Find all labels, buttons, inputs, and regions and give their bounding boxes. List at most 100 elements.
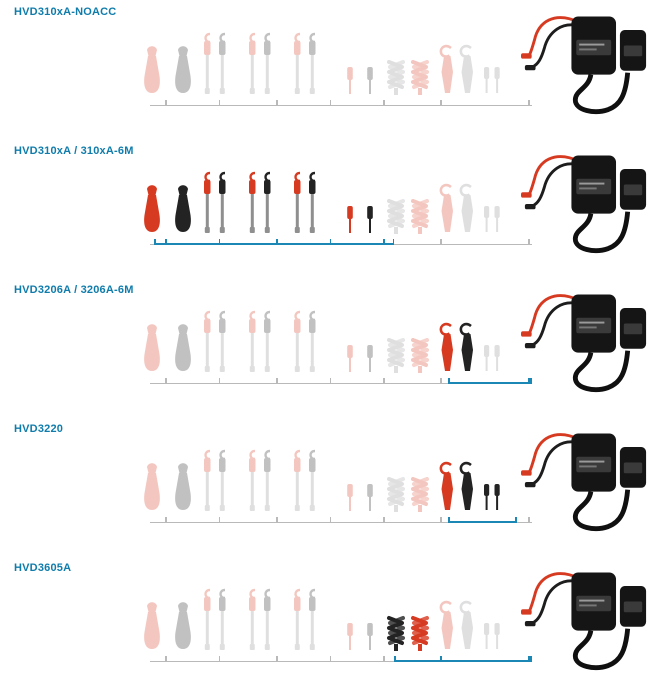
spring-clip-icon: [384, 58, 408, 96]
hook-clip-icon: [458, 44, 476, 96]
pin-pair-icon: [482, 483, 502, 513]
probe-illustration: [521, 2, 649, 124]
hook-clip-icon: [438, 322, 456, 374]
hook-clip-icon: [458, 183, 476, 235]
sprung-hook-tip-icon: [259, 588, 275, 652]
bracket-tick: [528, 100, 530, 106]
sprung-hook-tip-icon: [304, 449, 320, 513]
accessory-strip: [138, 576, 510, 652]
bracket-tick: [440, 656, 442, 662]
accessory-strip: [138, 437, 510, 513]
bracket-tick: [329, 100, 332, 106]
alligator-clip-icon: [138, 461, 166, 513]
hook-clip-icon: [438, 461, 456, 513]
spring-clip-icon: [384, 475, 408, 513]
bracket-tick: [218, 239, 221, 245]
accessory-strip: [138, 20, 510, 96]
bracket-tick: [165, 239, 167, 245]
alligator-clip-icon: [169, 322, 197, 374]
model-title: HVD310xA-NOACC: [14, 6, 117, 18]
included-range-highlight: [394, 655, 532, 663]
sprung-hook-tip-icon: [214, 32, 230, 96]
alligator-clip-icon: [138, 183, 166, 235]
accessory-strip: [138, 298, 510, 374]
sprung-hook-tip-icon: [259, 310, 275, 374]
pin-plug-icon: [345, 622, 355, 652]
sprung-hook-tip-icon: [259, 32, 275, 96]
bracket-tick: [440, 239, 442, 245]
alligator-clip-icon: [169, 44, 197, 96]
hook-clip-icon: [458, 600, 476, 652]
pin-pair-icon: [482, 205, 502, 235]
spring-clip-icon: [408, 336, 432, 374]
bracket-tick: [165, 100, 167, 106]
sprung-hook-tip-icon: [199, 449, 215, 513]
probe-model-row: HVD3220: [0, 417, 653, 556]
pin-pair-icon: [482, 622, 502, 652]
included-range-highlight: [447, 516, 517, 524]
sprung-hook-tip-icon: [289, 171, 305, 235]
sprung-hook-tip-icon: [244, 171, 260, 235]
sprung-hook-tip-icon: [214, 310, 230, 374]
bracket-baseline: [150, 382, 532, 384]
alligator-clip-icon: [169, 600, 197, 652]
included-range-bracket: [150, 655, 532, 663]
sprung-hook-tip-icon: [214, 449, 230, 513]
hook-clip-icon: [458, 461, 476, 513]
included-range-bracket: [150, 516, 532, 524]
included-range-bracket: [150, 377, 533, 385]
bracket-tick: [218, 656, 221, 662]
bracket-tick: [528, 378, 530, 384]
model-title: HVD3220: [14, 423, 64, 435]
probe-illustration: [521, 558, 649, 680]
included-range-bracket: [150, 99, 532, 106]
model-title: HVD310xA / 310xA-6M: [14, 145, 134, 157]
hook-clip-icon: [438, 600, 456, 652]
hook-clip-icon: [458, 322, 476, 374]
probe-illustration: [521, 280, 649, 402]
sprung-hook-tip-icon: [199, 310, 215, 374]
bracket-tick: [440, 378, 442, 384]
sprung-hook-tip-icon: [289, 310, 305, 374]
bracket-tick: [276, 100, 278, 106]
hook-clip-icon: [438, 44, 456, 96]
pin-pair-icon: [482, 344, 502, 374]
included-range-highlight: [447, 377, 533, 385]
bracket-tick: [383, 100, 385, 106]
bracket-baseline: [150, 104, 532, 106]
bracket-tick: [528, 656, 530, 662]
bracket-tick: [528, 517, 530, 523]
bracket-tick: [383, 656, 385, 662]
pin-pair-icon: [482, 66, 502, 96]
spring-clip-icon: [408, 475, 432, 513]
probe-illustration: [521, 141, 649, 263]
alligator-clip-icon: [138, 44, 166, 96]
model-title: HVD3605A: [14, 562, 72, 574]
bracket-baseline: [150, 521, 532, 523]
pin-plug-icon: [345, 483, 355, 513]
pin-plug-icon: [365, 66, 375, 96]
sprung-hook-tip-icon: [289, 588, 305, 652]
sprung-hook-tip-icon: [244, 310, 260, 374]
alligator-clip-icon: [138, 600, 166, 652]
pin-plug-icon: [345, 344, 355, 374]
sprung-hook-tip-icon: [214, 588, 230, 652]
sprung-hook-tip-icon: [199, 588, 215, 652]
bracket-tick: [440, 100, 442, 106]
alligator-clip-icon: [169, 183, 197, 235]
bracket-tick: [440, 517, 442, 523]
included-range-bracket: [150, 238, 532, 246]
spring-clip-icon: [408, 197, 432, 235]
bracket-tick: [383, 378, 385, 384]
bracket-baseline: [150, 660, 532, 662]
pin-plug-icon: [365, 483, 375, 513]
bracket-tick: [528, 239, 530, 245]
spring-clip-icon: [384, 197, 408, 235]
bracket-tick: [218, 517, 221, 523]
sprung-hook-tip-icon: [304, 171, 320, 235]
alligator-clip-icon: [169, 461, 197, 513]
sprung-hook-tip-icon: [199, 32, 215, 96]
sprung-hook-tip-icon: [304, 32, 320, 96]
bracket-tick: [329, 656, 332, 662]
